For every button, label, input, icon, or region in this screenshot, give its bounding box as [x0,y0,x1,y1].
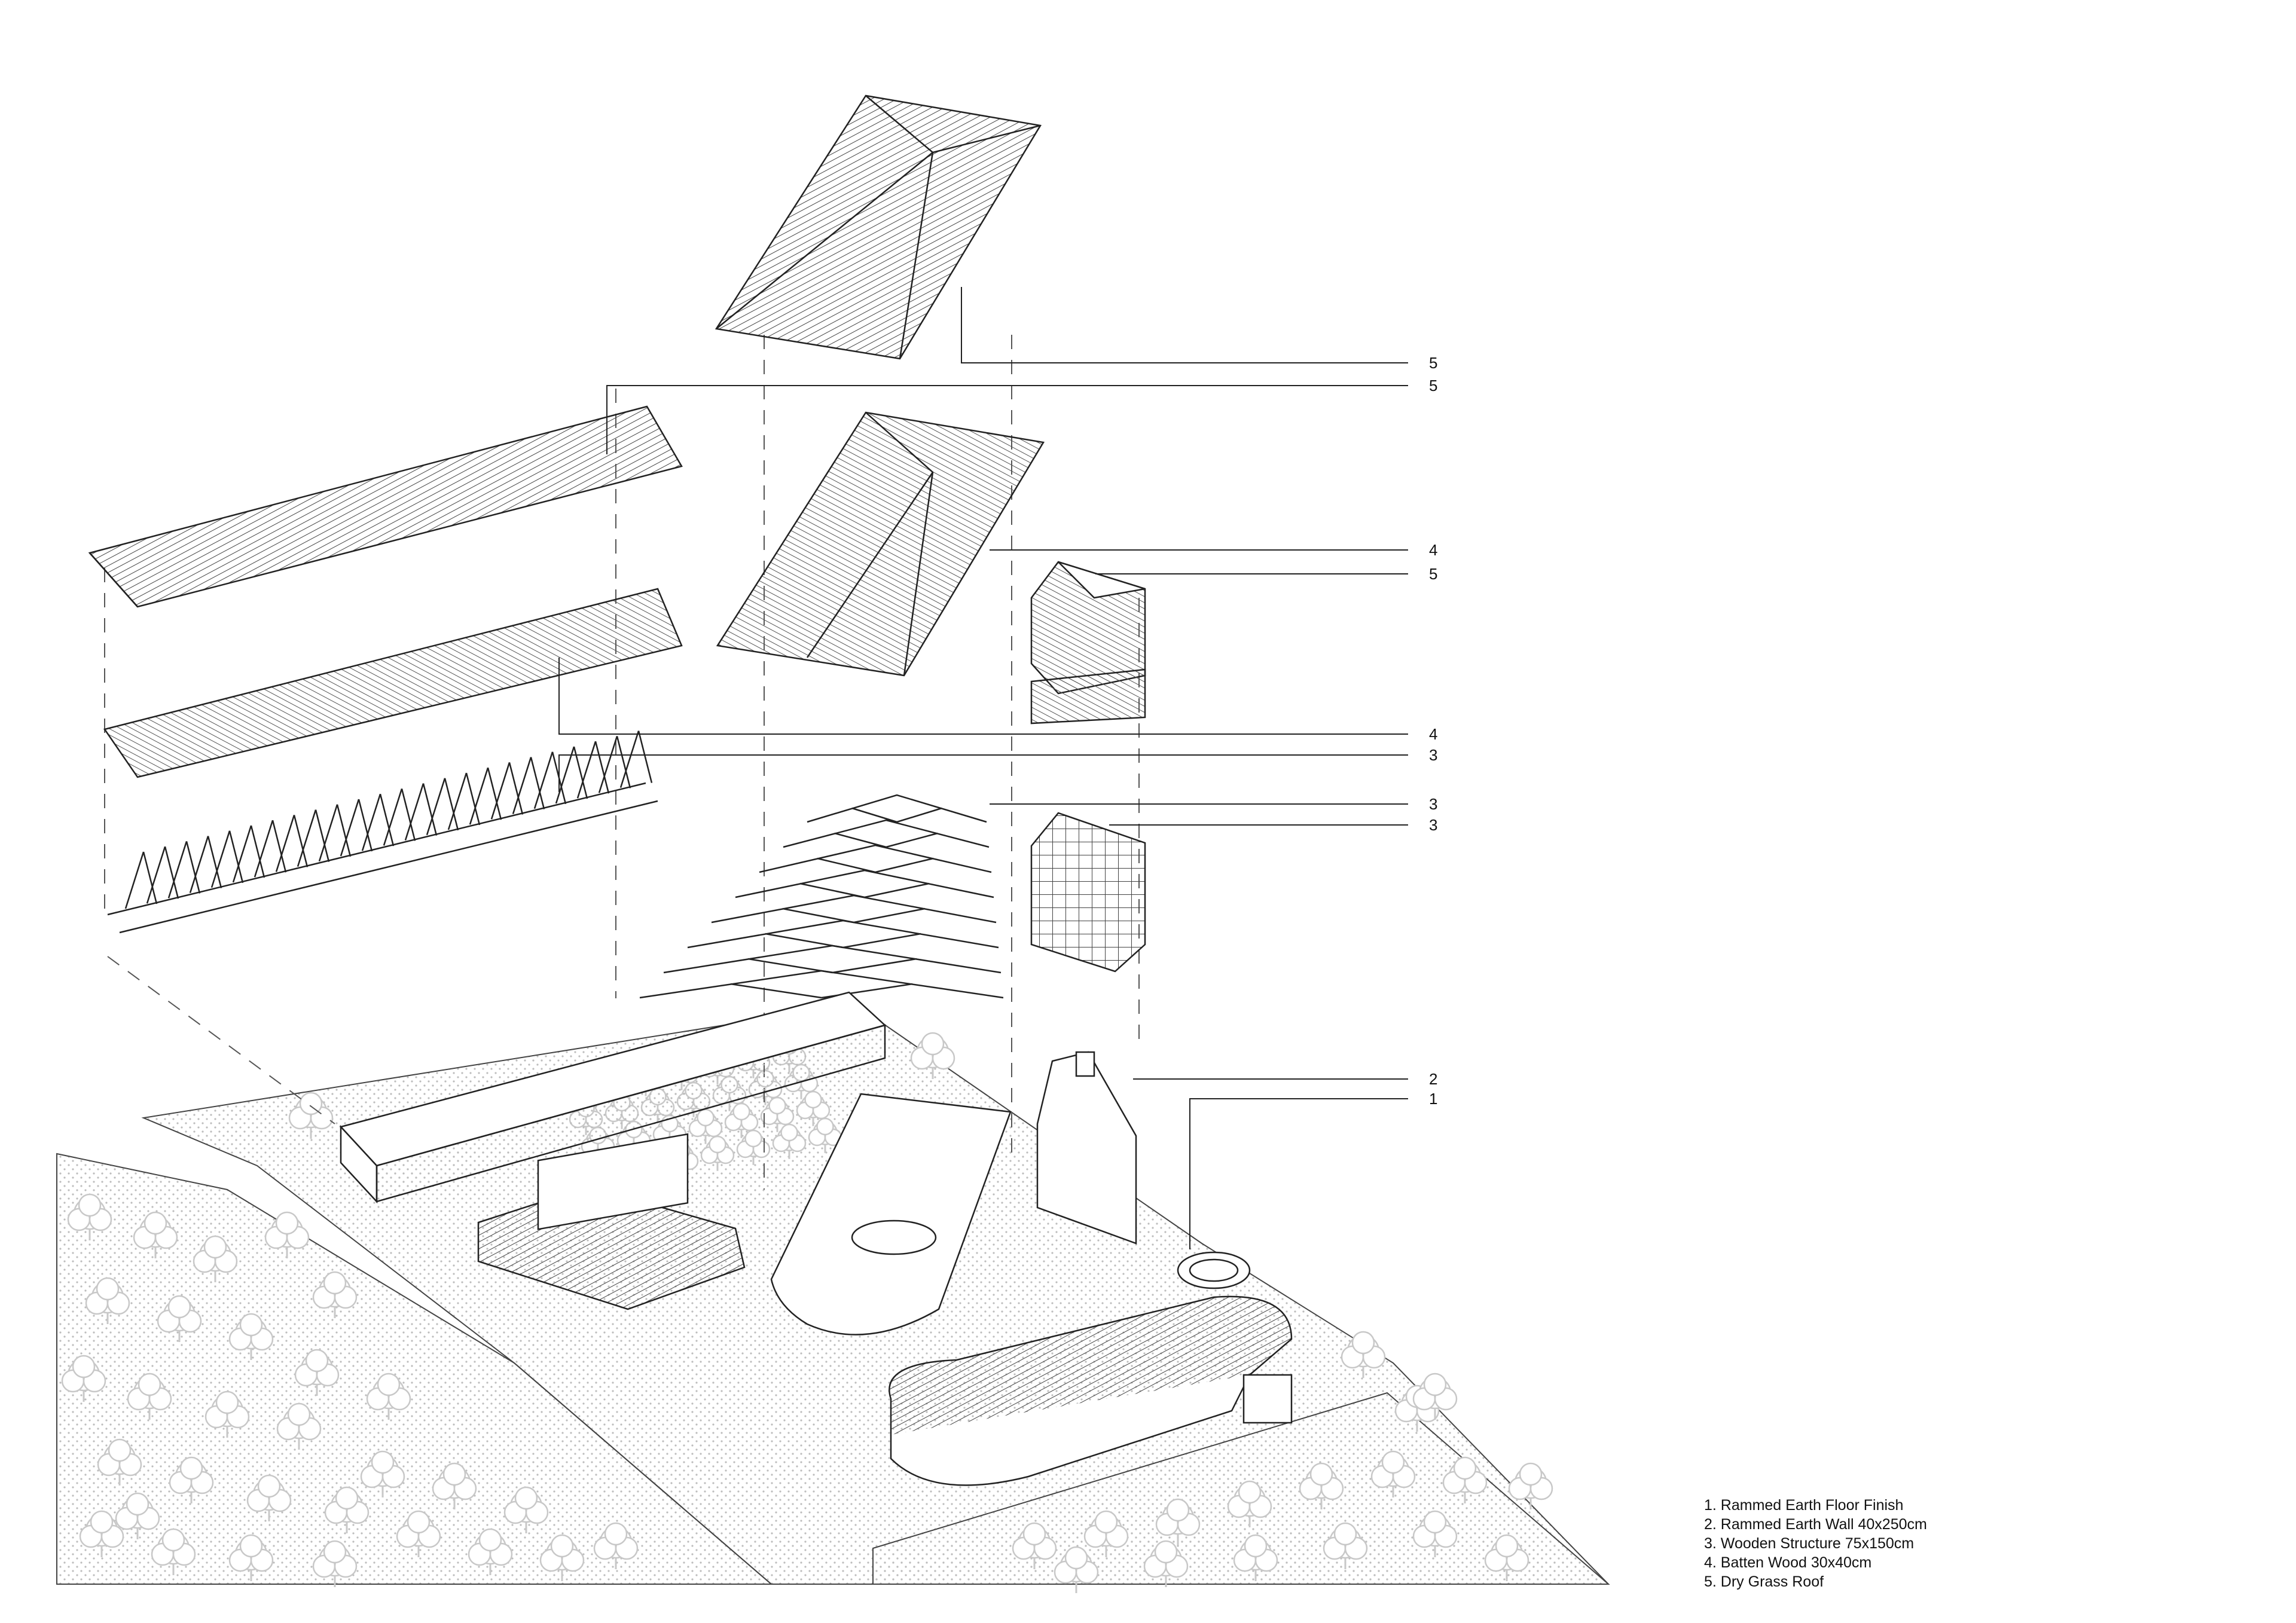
tree-icon [228,1313,274,1360]
tree-icon [85,1277,130,1324]
callout-label-2: 5 [1429,377,1437,395]
tree-icon [1484,1534,1529,1581]
tree-icon [169,1456,214,1503]
tree-icon [1299,1462,1344,1509]
long-roof-trusses [107,730,658,934]
tree-icon [193,1235,238,1282]
tree-icon [1323,1522,1368,1569]
central-hall [770,1093,1012,1335]
tree-icon [97,1438,142,1486]
site-buildings [339,991,1293,1486]
tree-icon [79,1510,124,1557]
tree-icon [1227,1480,1272,1527]
tree-icon [503,1486,549,1533]
tree-icon [910,1032,955,1079]
tree-icon [366,1373,411,1420]
tree-icon [593,1522,639,1569]
tree-icon [288,1092,334,1139]
tree-icon [1054,1546,1099,1593]
callout-label-6: 3 [1429,746,1437,764]
legend-item-5: 5. Dry Grass Roof [1704,1573,1824,1590]
tree-icon [1083,1510,1129,1557]
tree-icon [796,1090,831,1126]
tree-icon [67,1193,112,1240]
long-roof-battens [103,588,683,778]
tree-group [61,1032,1553,1593]
callout-label-8: 3 [1429,816,1437,834]
callout-label-1: 5 [1429,354,1437,372]
tree-icon [1412,1373,1458,1420]
tree-icon [396,1510,441,1557]
tree-icon [1143,1540,1189,1587]
tree-icon [1012,1522,1057,1569]
tree-icon [276,1402,322,1450]
tree-icon [228,1534,274,1581]
tree-icon [360,1450,405,1497]
tree-icon [312,1540,358,1587]
tower-structure-grid [1030,812,1146,973]
tree-icon [61,1355,106,1402]
legend-item-2: 2. Rammed Earth Wall 40x250cm [1704,1516,1927,1533]
tree-icon [264,1211,310,1258]
tree-icon [736,1129,771,1165]
tree-icon [539,1534,585,1581]
callout-labels: 5 5 4 5 4 3 3 3 2 1 [1429,354,1437,1108]
callout-label-5: 4 [1429,725,1437,743]
tree-icon [1442,1456,1488,1503]
tree-icon [127,1373,172,1420]
tree-icon [1370,1450,1416,1497]
callout-label-4: 5 [1429,565,1437,583]
tree-icon [1233,1534,1278,1581]
pyramid-roof-grass [715,94,1042,360]
callout-leaders [558,287,1408,1249]
tree-icon [157,1295,202,1342]
tree-icon [294,1349,340,1396]
tree-icon [1341,1331,1386,1378]
tree-icon [1508,1462,1553,1509]
tree-icon [1412,1510,1458,1557]
tree-icon [204,1390,250,1438]
tree-icon [246,1474,292,1521]
tree-icon [700,1135,735,1171]
tree-icon [468,1528,513,1575]
tree-icon [688,1108,723,1144]
tree-icon [312,1271,358,1318]
tree-icon [1155,1498,1201,1545]
callout-label-3: 4 [1429,541,1437,559]
legend-item-3: 3. Wooden Structure 75x150cm [1704,1535,1915,1552]
tree-icon [115,1492,160,1539]
legend-item-1: 1. Rammed Earth Floor Finish [1704,1497,1904,1514]
tree-icon [432,1462,477,1509]
callout-label-7: 3 [1429,795,1437,813]
tree-icon [724,1102,759,1138]
tree-icon [808,1117,842,1153]
tower-roof-box [1030,561,1146,725]
long-roof-grass [88,405,683,608]
tree-icon [760,1096,795,1132]
legend-item-4: 4. Batten Wood 30x40cm [1704,1554,1872,1571]
material-legend: 1. Rammed Earth Floor Finish 2. Rammed E… [1704,1496,2123,1591]
tree-icon [151,1528,196,1575]
pyramid-roof-battens [716,411,1045,677]
tree-icon [133,1211,178,1258]
tree-icon [772,1123,807,1159]
callout-label-9: 2 [1429,1070,1437,1088]
tree-icon [324,1486,370,1533]
pyramid-trusses [639,794,1004,999]
callout-label-10: 1 [1429,1090,1437,1108]
